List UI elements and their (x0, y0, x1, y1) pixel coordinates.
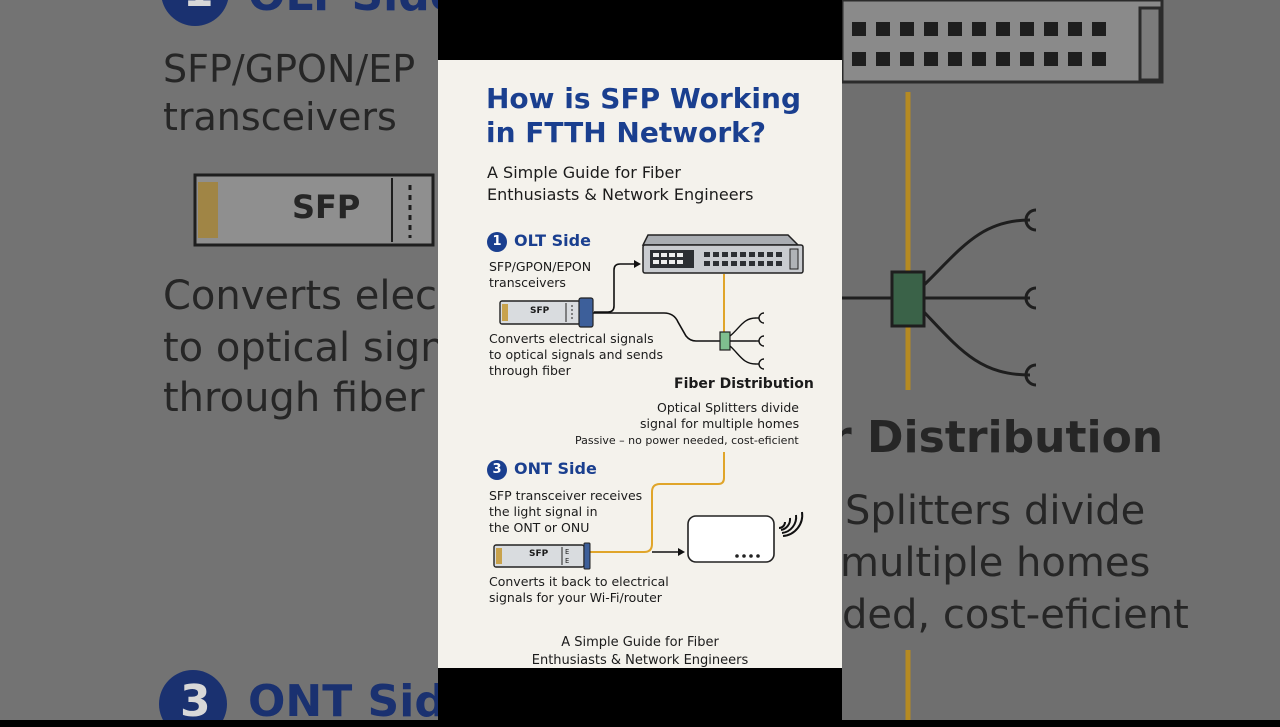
ont-convert-line-1: Converts it back to electrical (489, 574, 669, 589)
bg-dist-1: Splitters divide (845, 488, 1146, 534)
olt-desc-line-1: SFP/GPON/EPON (489, 259, 592, 274)
bg-convert-1: Converts elect (163, 273, 453, 319)
subtitle-line-1: A Simple Guide for Fiber (487, 163, 681, 182)
olt-convert-line-2: to optical signals and sends (489, 347, 663, 362)
distribution-line-3: Passive – no power needed, cost-eficient (575, 434, 799, 447)
ont-section-heading: 3 ONT Side (487, 459, 597, 480)
olt-fiber-line (593, 312, 720, 342)
ont-description: SFP transceiver receives the light signa… (489, 488, 642, 536)
infographic-panel: E E How is SFP Working in FTTH Network? … (438, 60, 842, 668)
olt-device-icon (641, 234, 804, 274)
bg-olt-desc-1: SFP/GPON/EP (163, 47, 416, 91)
distribution-line-2: signal for multiple homes (640, 416, 800, 431)
bg-convert-2: to optical signa (163, 325, 471, 371)
page-title: How is SFP Working in FTTH Network? (486, 82, 801, 150)
ont-convert-line-2: signals for your Wi-Fi/router (489, 590, 662, 605)
footer-line-2: Enthusiasts & Network Engineers (531, 653, 749, 668)
ont-desc-line-2: the light signal in (489, 504, 598, 519)
letterbox-bottom (438, 668, 842, 720)
bg-number-1: 1 (183, 0, 214, 17)
svg-text:E: E (565, 548, 569, 556)
olt-convert-text: Converts electrical signals to optical s… (489, 331, 663, 379)
step-badge-1: 1 (487, 232, 507, 252)
drop-fiber (588, 452, 725, 553)
ont-router-icon (687, 515, 775, 563)
optical-splitter-icon (719, 312, 765, 370)
subtitle: A Simple Guide for Fiber Enthusiasts & N… (487, 162, 753, 206)
svg-text:E: E (565, 557, 569, 565)
ont-desc-line-1: SFP transceiver receives (489, 488, 643, 503)
ont-desc-line-3: the ONT or ONU (489, 520, 590, 535)
olt-sfp-module-icon (499, 297, 594, 328)
ont-convert-text: Converts it back to electrical signals f… (489, 574, 669, 606)
bg-olt-heading: OLT Side (248, 0, 460, 21)
footer-caption: A Simple Guide for Fiber Enthusiasts & N… (438, 634, 842, 668)
olt-convert-line-3: through fiber (489, 363, 571, 378)
olt-heading-label: OLT Side (514, 231, 591, 250)
ont-heading-label: ONT Side (514, 459, 597, 478)
step-badge-3: 3 (487, 460, 507, 480)
olt-link-arrow (594, 263, 634, 313)
bg-dist-heading: r Distribution (830, 412, 1164, 463)
network-diagram: E E (493, 234, 804, 570)
bg-dist-3: ded, cost-eficient (842, 592, 1189, 638)
distribution-line-1: Optical Splitters divide (657, 400, 799, 415)
ont-sfp-module-icon: E E (493, 542, 591, 570)
bg-dist-2: multiple homes (840, 540, 1151, 586)
olt-section-heading: 1 OLT Side (487, 231, 591, 252)
bg-ont-heading: ONT Sid (248, 676, 446, 727)
bg-olt-desc-2: transceivers (163, 95, 397, 139)
distribution-heading: Fiber Distribution (674, 376, 814, 392)
olt-convert-line-1: Converts electrical signals (489, 331, 654, 346)
footer-line-1: A Simple Guide for Fiber (561, 635, 719, 650)
bg-convert-3: through fiber (163, 375, 425, 421)
letterbox-top (438, 0, 842, 60)
olt-description: SFP/GPON/EPON transceivers (489, 259, 591, 291)
title-line-1: How is SFP Working (486, 82, 801, 115)
wifi-icon (778, 511, 804, 537)
title-line-2: in FTTH Network? (486, 116, 767, 149)
olt-desc-line-2: transceivers (489, 275, 566, 290)
bg-number-3: 3 (180, 676, 211, 727)
bg-sfp-label: SFP (292, 188, 361, 226)
ont-sfp-label: SFP (529, 549, 549, 559)
subtitle-line-2: Enthusiasts & Network Engineers (487, 185, 754, 204)
olt-sfp-label: SFP (530, 306, 550, 316)
